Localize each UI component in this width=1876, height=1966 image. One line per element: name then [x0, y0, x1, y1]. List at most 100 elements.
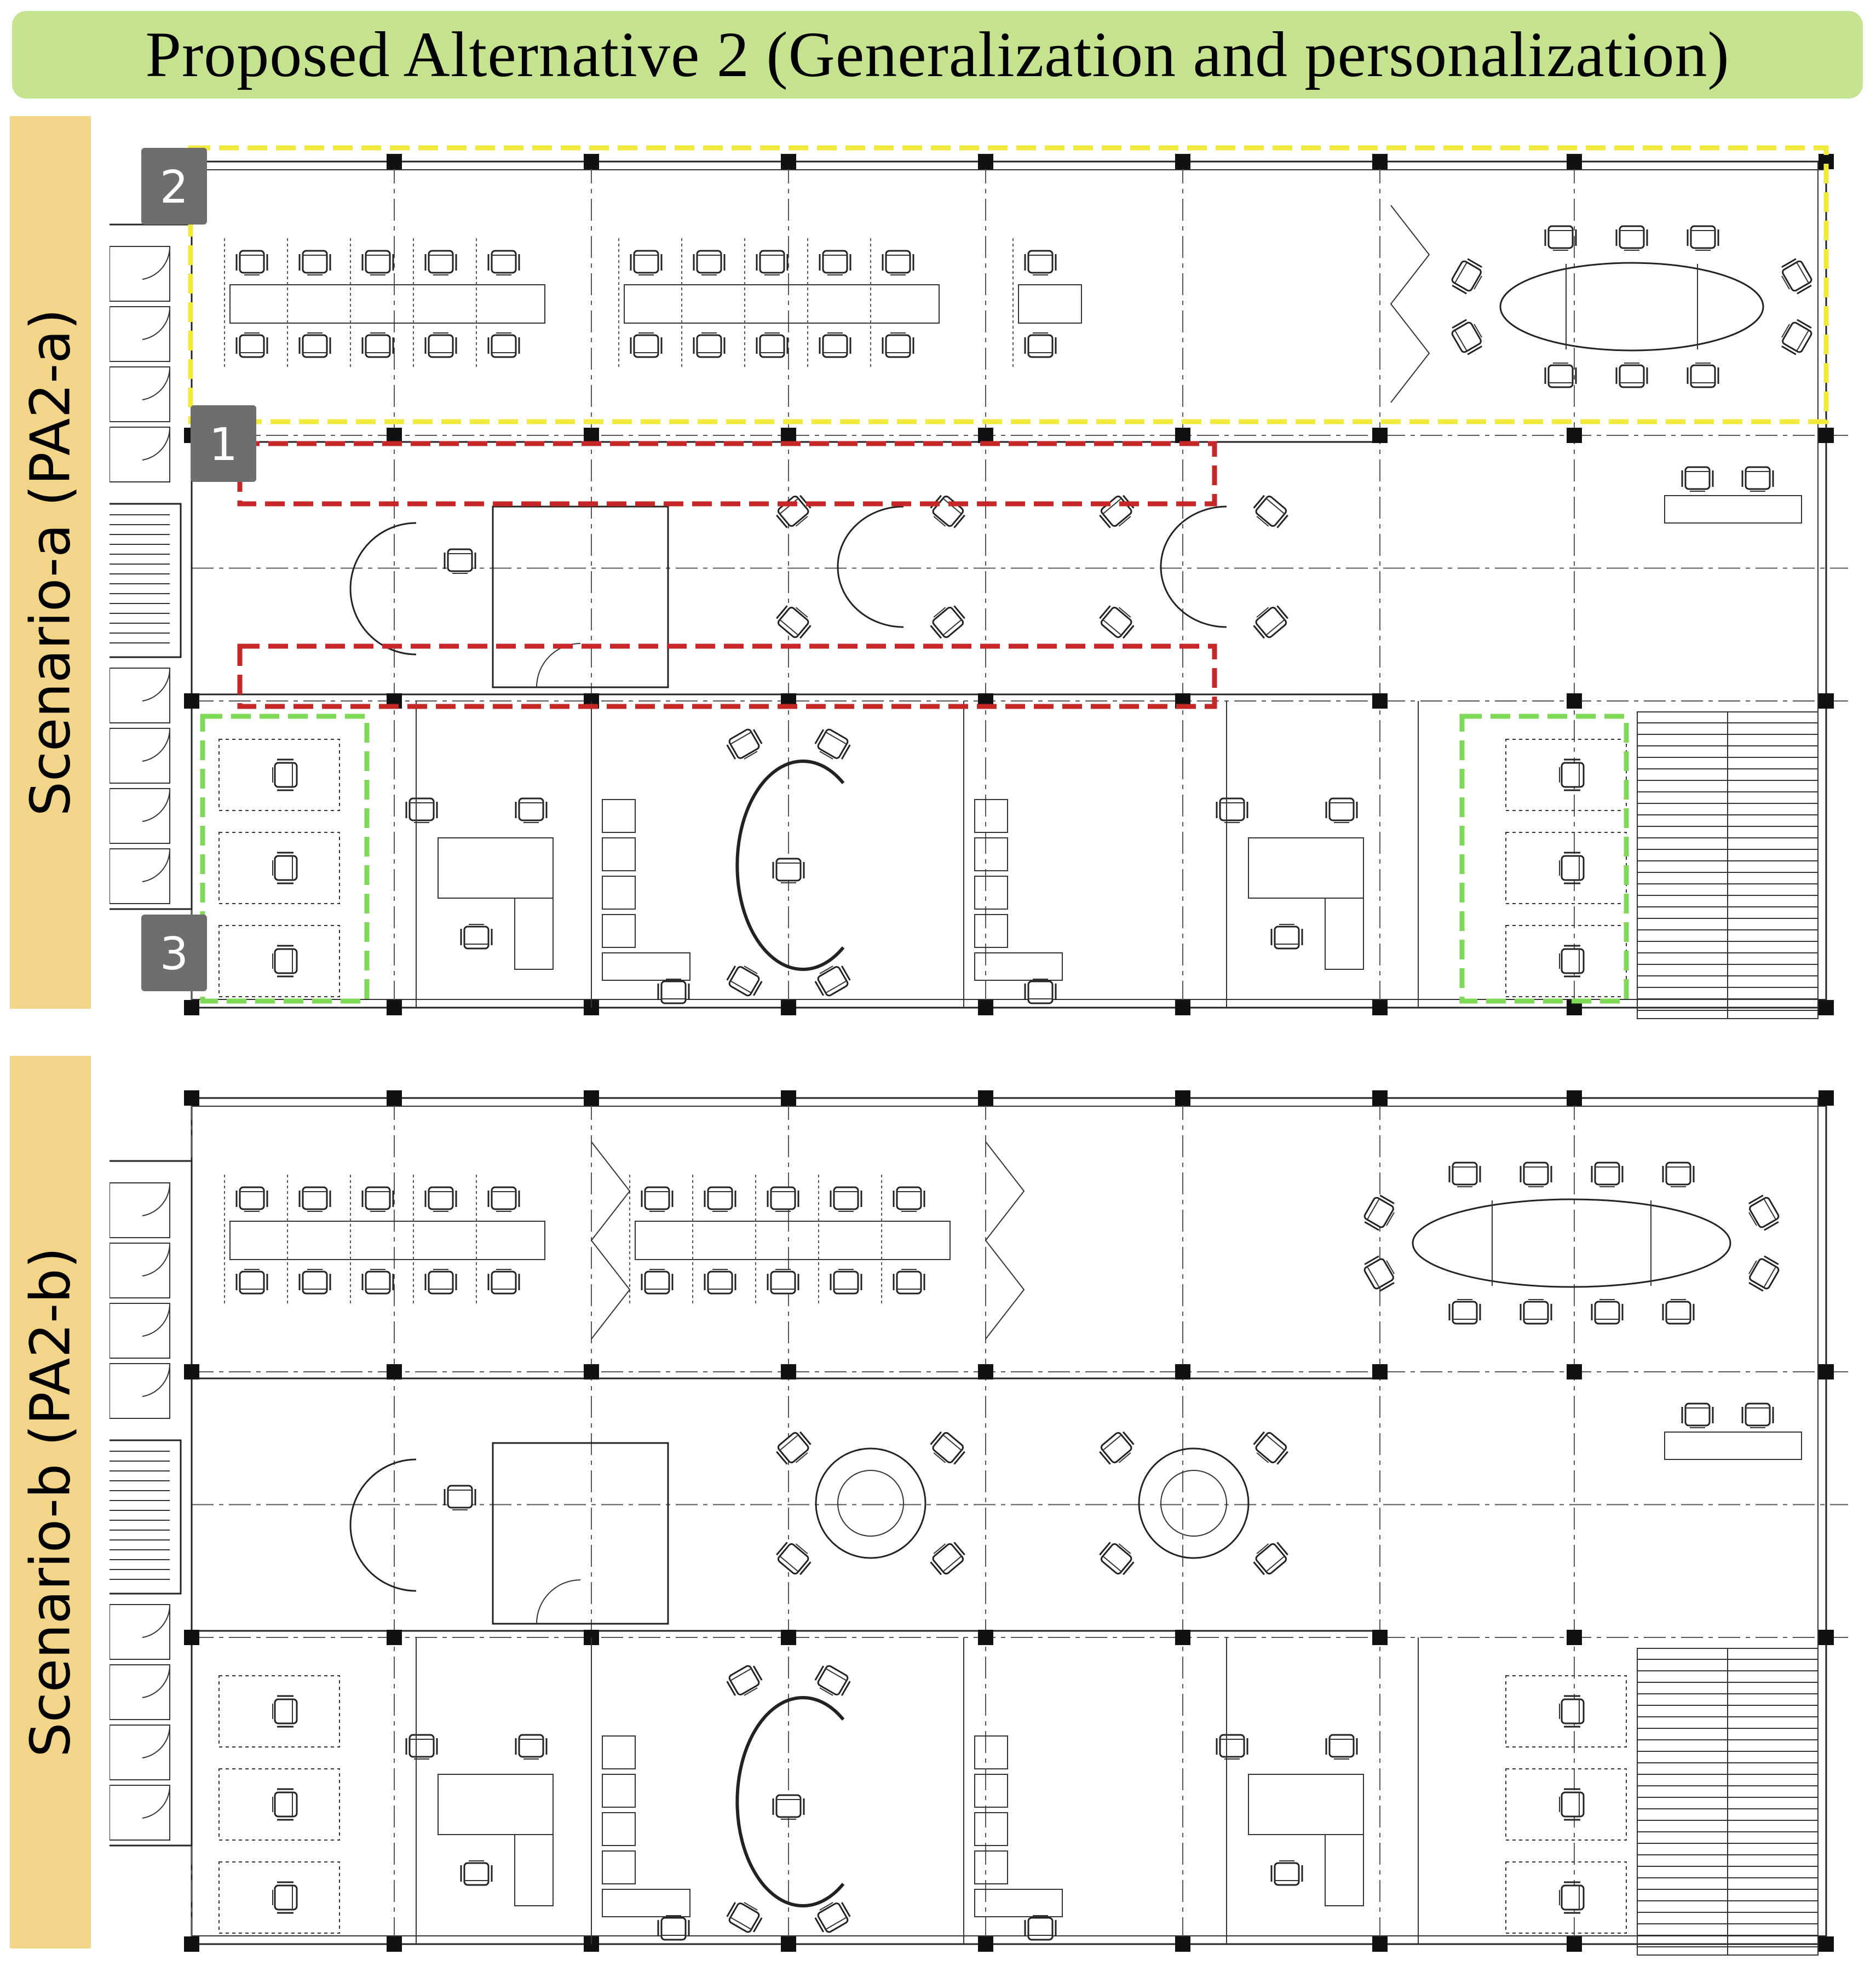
column	[1175, 428, 1190, 443]
door-swing	[142, 427, 171, 461]
toilet-stall	[110, 427, 170, 482]
chair	[814, 728, 851, 760]
zone-3-outline-left	[200, 714, 370, 1004]
toilet-stall	[110, 728, 170, 784]
column	[1819, 1630, 1834, 1645]
office-desk	[514, 1834, 554, 1906]
chair	[657, 1915, 690, 1941]
office-desk	[1325, 1834, 1364, 1906]
column	[387, 428, 402, 443]
column	[1567, 154, 1582, 169]
chair	[930, 1431, 965, 1465]
chair	[767, 1269, 799, 1295]
office-desk	[1248, 1774, 1364, 1835]
cabinet	[974, 799, 1008, 833]
reception-bench	[1664, 1432, 1802, 1460]
chair	[1024, 332, 1057, 358]
door-swing	[142, 1785, 171, 1819]
booth	[1505, 1675, 1627, 1747]
chair	[1687, 363, 1719, 388]
reception-desk	[349, 522, 417, 656]
cabinet	[974, 1735, 1008, 1769]
chair	[726, 965, 763, 997]
chair	[1448, 1162, 1481, 1187]
chair	[298, 250, 331, 275]
chair	[1559, 1788, 1585, 1821]
toilet-stall	[110, 1724, 170, 1780]
zone-1-badge: 1	[191, 405, 256, 482]
column	[781, 1364, 796, 1379]
chair	[1681, 466, 1714, 492]
column	[781, 1000, 796, 1015]
cabinet	[974, 876, 1008, 910]
stairs-left	[110, 503, 182, 658]
zone-1-outline-lower	[237, 643, 1217, 709]
toilet-stall	[110, 788, 170, 844]
cabinet	[974, 837, 1008, 871]
zone-3-badge: 3	[141, 915, 207, 991]
chair	[704, 1186, 736, 1212]
chair	[882, 332, 914, 358]
column	[1372, 1936, 1388, 1952]
column	[387, 1090, 402, 1106]
chair	[298, 1186, 331, 1212]
chair	[1559, 945, 1585, 978]
chair	[424, 1186, 457, 1212]
chair	[1024, 1915, 1057, 1941]
door-swing	[142, 1664, 171, 1698]
toilet-stall	[110, 1182, 170, 1238]
toilet-stall	[110, 1664, 170, 1720]
booth	[1505, 739, 1627, 811]
column	[1567, 1630, 1582, 1645]
chair	[1099, 1431, 1135, 1465]
bottom-zone	[218, 1637, 1627, 1944]
column	[978, 1936, 993, 1952]
restroom-block	[110, 223, 193, 910]
column	[387, 1936, 402, 1952]
chair	[630, 332, 663, 358]
zone-number-label: 2	[160, 162, 188, 214]
chair	[424, 250, 457, 275]
chair	[930, 495, 965, 528]
column	[1372, 428, 1388, 443]
column	[1819, 1936, 1834, 1952]
column	[1175, 1630, 1190, 1645]
c-shaped-desk	[735, 1696, 845, 1907]
column	[184, 1936, 199, 1952]
chair	[641, 1186, 674, 1212]
chair	[1681, 1402, 1714, 1428]
desk-row	[229, 284, 545, 324]
office-room	[492, 505, 669, 688]
toilet-stall	[110, 1785, 170, 1841]
chair	[726, 728, 763, 760]
column	[1567, 693, 1582, 709]
bottom-zone	[218, 701, 1627, 1008]
chair	[405, 797, 438, 823]
desk-row	[624, 284, 940, 324]
chair	[1099, 1542, 1135, 1576]
cabinet	[602, 1774, 636, 1808]
door-swing	[142, 1724, 171, 1758]
chair	[1544, 225, 1577, 251]
column	[184, 1364, 199, 1379]
chair	[1591, 1299, 1624, 1325]
chair	[1687, 225, 1719, 251]
chair	[726, 1902, 763, 1933]
chair	[814, 1902, 851, 1933]
chair	[767, 1186, 799, 1212]
column	[1819, 428, 1834, 443]
column	[1175, 1000, 1190, 1015]
chair	[1520, 1299, 1552, 1325]
door-swing	[536, 643, 581, 688]
middle-zone	[349, 466, 1802, 688]
chair	[893, 1269, 925, 1295]
chair	[776, 495, 812, 528]
chair	[1253, 495, 1288, 528]
chair	[930, 1542, 965, 1576]
column	[584, 1090, 599, 1106]
chair	[487, 332, 520, 358]
chair	[1216, 797, 1248, 823]
cabinet	[974, 1812, 1008, 1846]
chair	[1451, 319, 1482, 355]
chair	[1615, 225, 1648, 251]
